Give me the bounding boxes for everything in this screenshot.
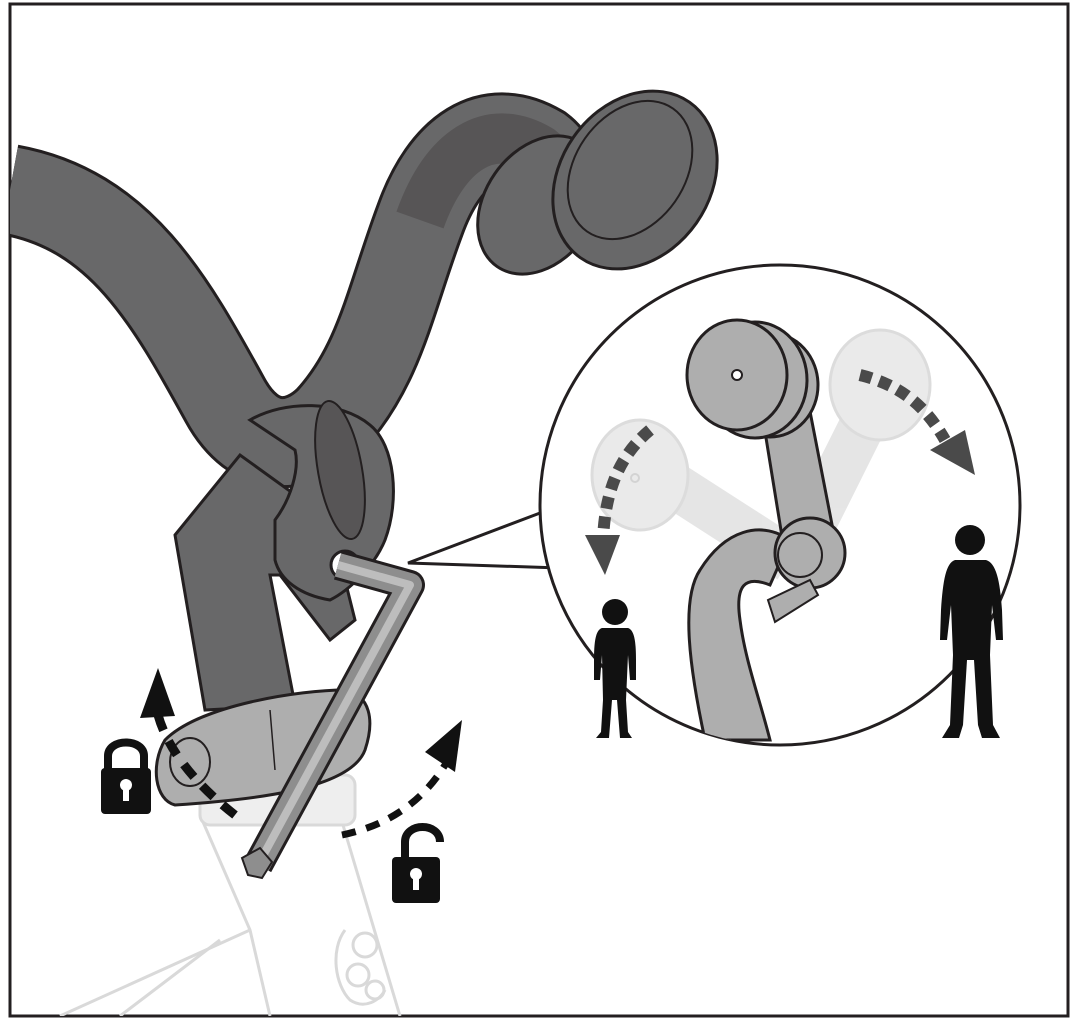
instruction-figure — [0, 0, 1078, 1020]
figure-canvas — [0, 0, 1078, 1020]
